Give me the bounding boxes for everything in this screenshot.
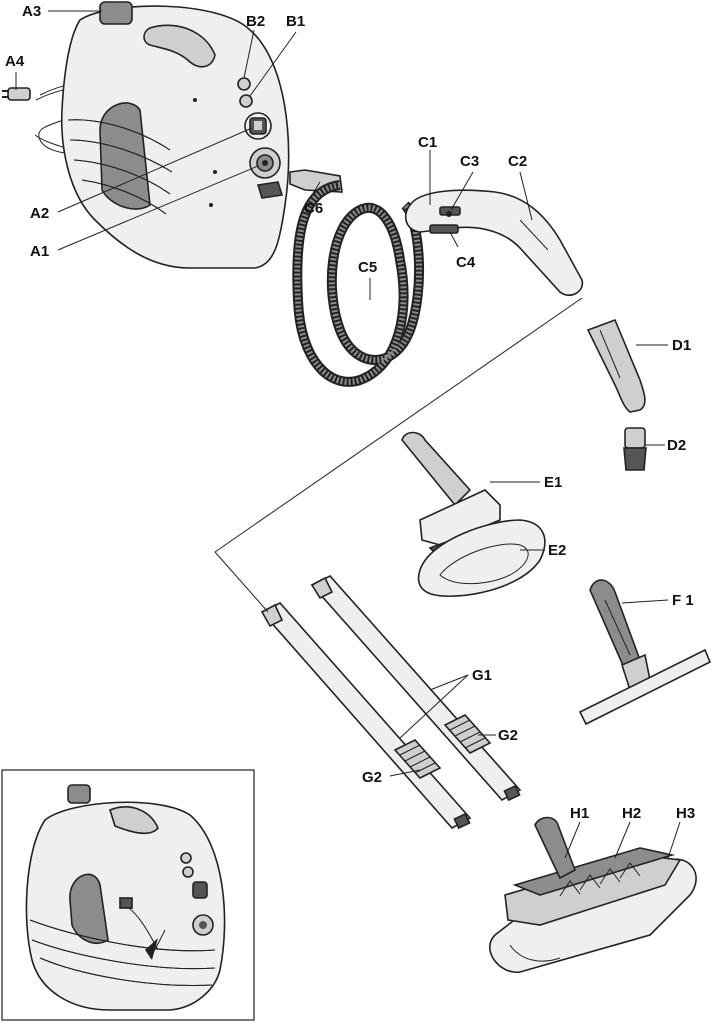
steam-hose-assembly <box>289 169 584 387</box>
arrow-icon <box>145 938 158 960</box>
label-d1: D1 <box>672 337 691 354</box>
steam-gun-handle[interactable] <box>404 189 584 296</box>
label-g2-right: G2 <box>498 727 518 744</box>
extension-tube-left <box>260 602 472 830</box>
hand-brush-neck <box>401 431 472 507</box>
label-f1: F 1 <box>672 592 694 609</box>
floor-nozzle-group <box>489 816 697 973</box>
indicator-lamp-b1 <box>239 94 253 108</box>
hand-brush-group <box>401 431 546 598</box>
label-c3: C3 <box>460 153 479 170</box>
tube-lock-collar <box>443 714 492 754</box>
round-brush-collar <box>624 427 646 449</box>
hand-brush-head <box>419 489 501 546</box>
label-a2: A2 <box>30 205 49 222</box>
indicator-lamp-b2 <box>237 77 251 91</box>
label-h2: H2 <box>622 805 641 822</box>
steam-trigger[interactable] <box>429 224 459 234</box>
nozzle-group <box>586 318 647 471</box>
concentrator-nozzle <box>586 318 646 413</box>
label-c2: C2 <box>508 153 527 170</box>
label-e1: E1 <box>544 474 562 491</box>
floor-nozzle-neck <box>534 816 576 880</box>
window-squeegee <box>578 579 712 726</box>
leader-lines <box>15 10 681 859</box>
label-b2: B2 <box>246 13 265 30</box>
release-lever <box>256 181 284 199</box>
label-h1: H1 <box>570 805 589 822</box>
label-h3: H3 <box>676 805 695 822</box>
label-g2-left: G2 <box>362 769 382 786</box>
label-d2: D2 <box>667 437 686 454</box>
label-e2: E2 <box>548 542 566 559</box>
tube-lock-collar <box>393 739 442 779</box>
steam-outlet-socket <box>249 147 281 179</box>
label-a1: A1 <box>30 243 49 260</box>
label-c5: C5 <box>358 259 377 276</box>
filler-cap <box>99 1 133 25</box>
label-a4: A4 <box>5 53 25 70</box>
power-switch[interactable] <box>244 112 272 140</box>
label-b1: B1 <box>286 13 305 30</box>
carry-handle-opening <box>143 24 216 68</box>
cloth-cover <box>417 519 546 598</box>
extension-tube-right <box>310 575 522 802</box>
round-brush-bristles <box>623 447 647 471</box>
steam-generator-unit <box>2 1 290 269</box>
part-labels: A3 A4 B2 B1 A2 A1 C6 C1 C3 C2 C4 C5 D1 D… <box>5 3 695 822</box>
label-c1: C1 <box>418 134 437 151</box>
squeegee-blade <box>578 648 712 726</box>
label-g1: G1 <box>472 667 492 684</box>
label-a3: A3 <box>22 3 41 20</box>
vent-ribs <box>67 119 173 215</box>
inset-cord-storage <box>1 769 255 1021</box>
label-c6: C6 <box>304 200 323 217</box>
label-c4: C4 <box>456 254 476 271</box>
